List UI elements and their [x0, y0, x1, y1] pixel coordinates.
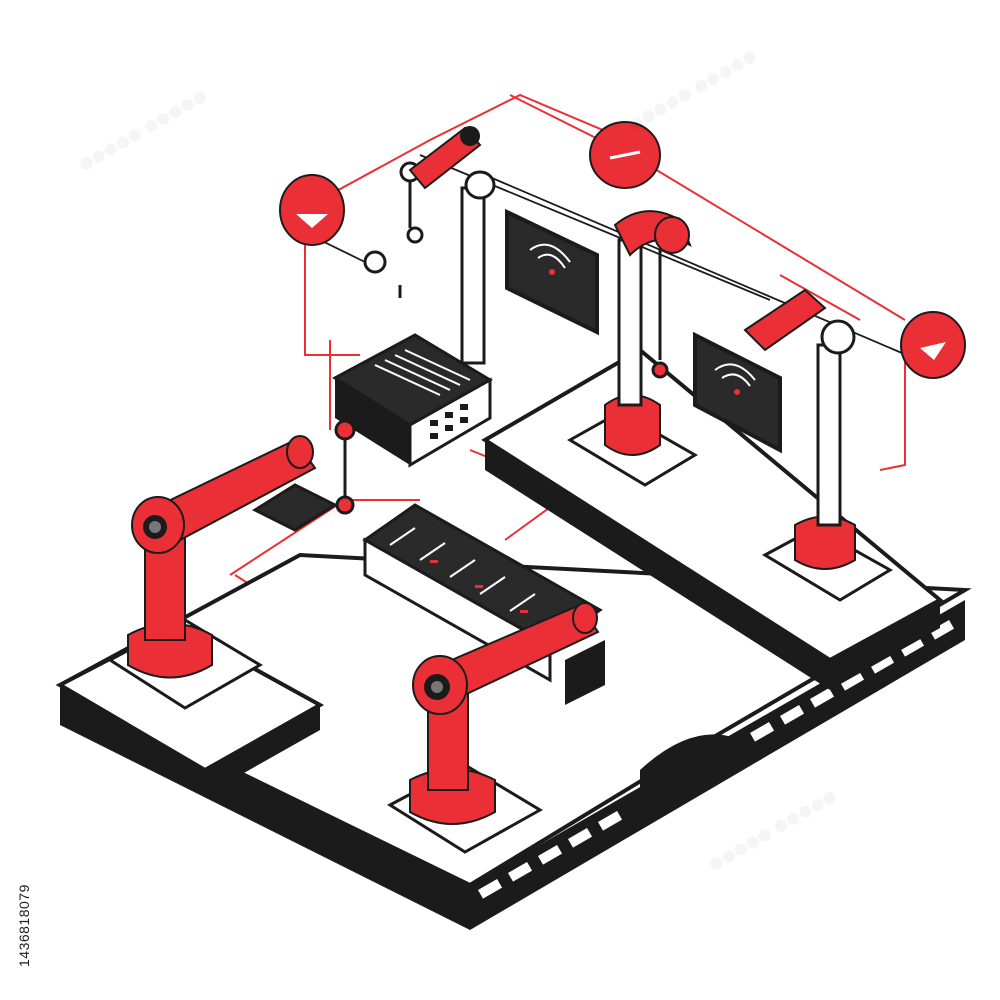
robot-arm-icon [408, 126, 496, 365]
sensor-node-icon [900, 311, 966, 379]
sensor-node-icon [279, 174, 345, 246]
robot-arm-icon [107, 435, 317, 710]
monitor-icon [693, 331, 782, 454]
robot-arm-icon [743, 288, 893, 602]
platform-notch [640, 734, 750, 800]
robot-arm-icon [567, 210, 698, 487]
stock-id-label: 1436818079 [8, 755, 48, 975]
control-box-icon [332, 333, 493, 468]
robot-arm-icon [387, 602, 600, 854]
signal-chain-icon [334, 161, 669, 515]
platform-slots [477, 620, 955, 899]
floor-panel-icon [251, 483, 339, 532]
sensor-node-icon [589, 121, 661, 189]
monitor-icon [505, 208, 599, 336]
stock-id-text: 1436818079 [16, 884, 32, 967]
